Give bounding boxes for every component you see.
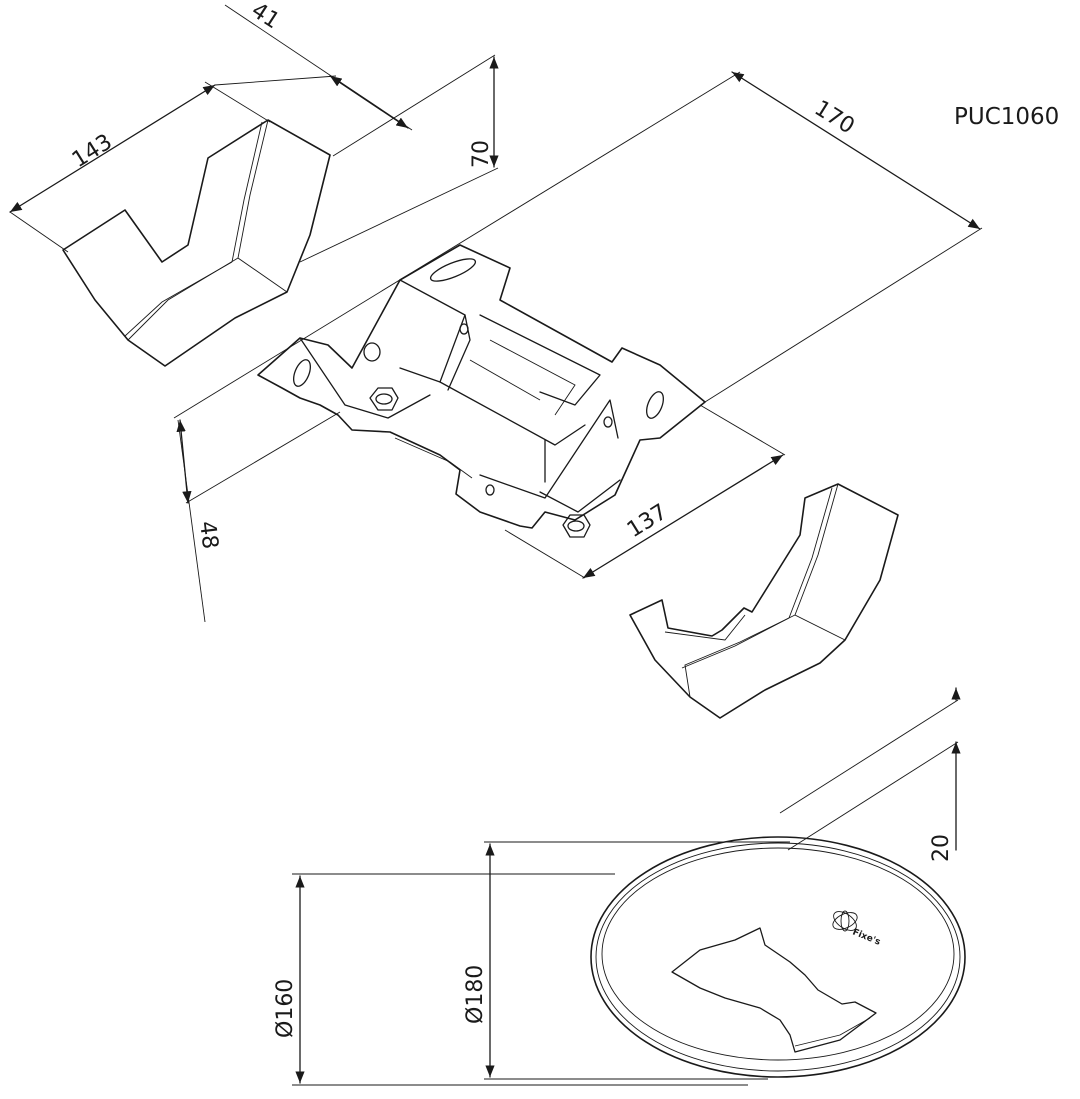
dimension-180: Ø180 — [463, 841, 790, 1080]
dim-170-label: 170 — [810, 96, 859, 139]
dimension-160: Ø160 — [273, 873, 748, 1086]
dim-137-label: 137 — [623, 500, 672, 543]
dimension-48: 48 — [176, 411, 341, 623]
dim-48-label: 48 — [194, 520, 222, 551]
right-cover-part — [629, 483, 899, 719]
dimension-41: 41 — [214, 0, 413, 131]
dim-180-label: Ø180 — [463, 965, 488, 1024]
bracket-part — [257, 244, 706, 538]
dim-70-label: 70 — [469, 140, 494, 168]
dimension-20: 20 — [779, 687, 961, 862]
dimension-70: 70 — [299, 54, 499, 263]
dim-20-label: 20 — [929, 834, 954, 862]
dim-41-label: 41 — [247, 0, 284, 34]
base-plate-part: Fixe's — [590, 836, 966, 1078]
left-cover-part — [62, 119, 331, 367]
model-code: PUC1060 — [954, 104, 1059, 130]
dim-160-label: Ø160 — [273, 979, 298, 1038]
dim-143-label: 143 — [68, 130, 117, 173]
